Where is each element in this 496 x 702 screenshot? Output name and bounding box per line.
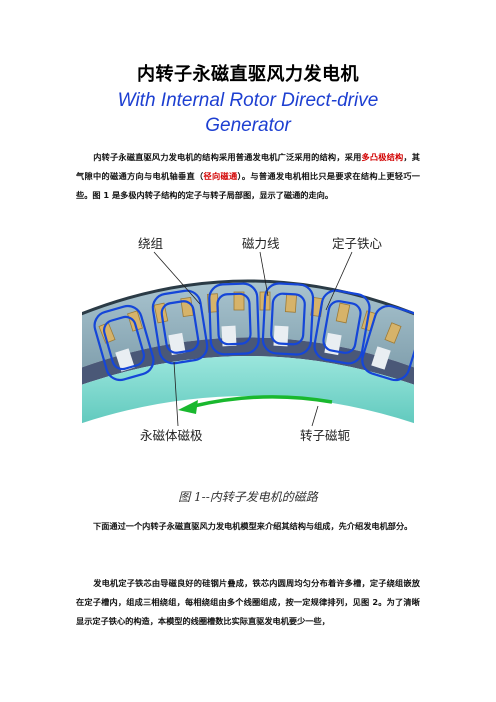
highlight-multi-pole: 多凸极结构 bbox=[361, 152, 404, 162]
title-chinese: 内转子永磁直驱风力发电机 bbox=[137, 64, 359, 85]
magnetic-circuit-figure: 绕组 磁力线 定子铁心 永磁体磁极 转子磁轭 bbox=[82, 230, 414, 455]
label-flux-line: 磁力线 bbox=[242, 236, 280, 251]
title-english: With Internal Rotor Direct-drive Generat… bbox=[0, 88, 496, 138]
flux-lines bbox=[93, 282, 414, 382]
rotation-arrow-line bbox=[193, 395, 333, 408]
intro-text-3: ）。与普通发电机相比只是要求在结构上更轻巧一些。图 1 是多极内转子结构的定子与… bbox=[76, 171, 420, 200]
title-english-line1: With Internal Rotor Direct-drive bbox=[117, 90, 379, 111]
stator-text: 发电机定子铁芯由导磁良好的硅钢片叠成，铁芯内圆周均匀分布着许多槽，定子绕组嵌放在… bbox=[76, 578, 420, 626]
highlight-radial-flux: 径向磁通 bbox=[203, 171, 238, 181]
figure-caption: 图 1--内转子发电机的磁路 bbox=[178, 490, 318, 504]
stator-outer-edge bbox=[82, 279, 414, 324]
rotation-arrow-head bbox=[178, 400, 198, 414]
model-intro-text: 下面通过一个内转子永磁直驱风力发电机模型来介绍其结构与组成，先介绍发电机部分。 bbox=[93, 521, 413, 531]
label-magnet-pole: 永磁体磁极 bbox=[140, 428, 203, 443]
intro-text-1: 内转子永磁直驱风力发电机的结构采用普通发电机广泛采用的结构，采用 bbox=[93, 152, 362, 162]
magnet-poles bbox=[115, 325, 391, 372]
rotor-yoke-band bbox=[82, 356, 414, 430]
paragraph-intro: 内转子永磁直驱风力发电机的结构采用普通发电机广泛采用的结构，采用多凸极结构，其气… bbox=[76, 148, 420, 205]
paragraph-stator: 发电机定子铁芯由导磁良好的硅钢片叠成，铁芯内圆周均匀分布着许多槽，定子绕组嵌放在… bbox=[76, 574, 420, 631]
title-english-line2: Generator bbox=[205, 115, 291, 136]
intro-text-2: ，其气隙中的磁通方向与电机轴垂直（ bbox=[76, 152, 420, 181]
label-rotor-yoke: 转子磁轭 bbox=[300, 428, 350, 443]
leader-lines bbox=[153, 251, 353, 427]
paragraph-model-intro: 下面通过一个内转子永磁直驱风力发电机模型来介绍其结构与组成，先介绍发电机部分。 bbox=[76, 517, 420, 536]
label-stator-core: 定子铁心 bbox=[332, 236, 383, 251]
label-winding: 绕组 bbox=[138, 236, 163, 251]
